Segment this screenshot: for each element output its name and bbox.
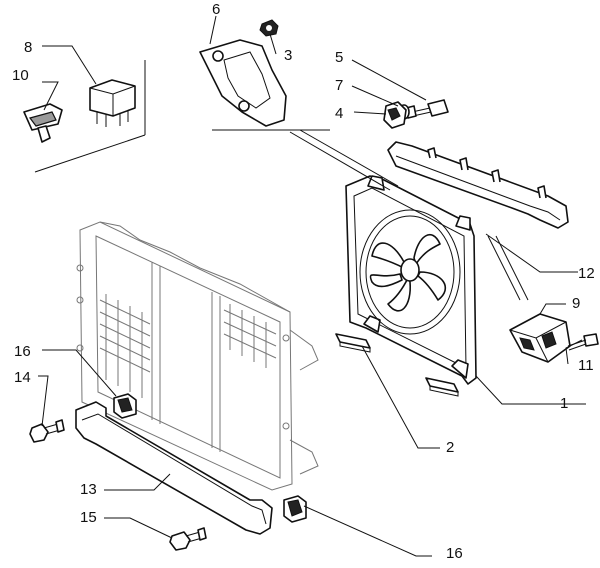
- callout-1: 1: [560, 395, 568, 412]
- bolt-15-part: [169, 527, 207, 551]
- assembly-guide-lines: [212, 129, 529, 301]
- rubber-mount-upper: [113, 393, 137, 419]
- callout-3: 3: [284, 47, 292, 64]
- callout-8: 8: [24, 39, 32, 56]
- shroud-bracket-part: [199, 39, 287, 127]
- relay-part: [89, 79, 136, 127]
- callout-10: 10: [12, 67, 29, 84]
- callout-16-lower: 16: [446, 545, 463, 562]
- callout-15: 15: [80, 509, 97, 526]
- callout-9: 9: [572, 295, 580, 312]
- screw-part: [567, 333, 599, 351]
- callout-6: 6: [212, 1, 220, 18]
- callout-11: 11: [578, 357, 594, 374]
- callout-2: 2: [446, 439, 454, 456]
- rubber-pad-upper: [335, 333, 371, 353]
- callout-14: 14: [14, 369, 31, 386]
- bolt-14-part: [29, 419, 65, 443]
- relay-clip-part: [23, 103, 63, 143]
- callout-7: 7: [335, 77, 343, 94]
- callout-5: 5: [335, 49, 343, 66]
- rubber-pad-lower: [425, 377, 459, 397]
- callout-4: 4: [335, 105, 343, 122]
- fan-shroud-part: [345, 175, 477, 385]
- bolt-part: [405, 99, 449, 119]
- callout-labels: 1 2 3 4 5 6 7 8 9 10 11 12 13 14 15 16 1…: [12, 1, 595, 562]
- callout-16-upper: 16: [14, 343, 31, 360]
- radiator-outline: [76, 221, 319, 491]
- nut-part: [259, 19, 279, 37]
- cage-nut-part: [383, 101, 407, 129]
- leader-lines: [38, 15, 586, 557]
- callout-13: 13: [80, 481, 97, 498]
- lower-support-bar-part: [75, 401, 273, 535]
- rubber-mount-lower: [283, 495, 307, 523]
- resistor-part: [509, 313, 571, 363]
- callout-12: 12: [578, 265, 595, 282]
- relay-frame-lines: [34, 60, 146, 173]
- support-rail-part: [387, 141, 569, 229]
